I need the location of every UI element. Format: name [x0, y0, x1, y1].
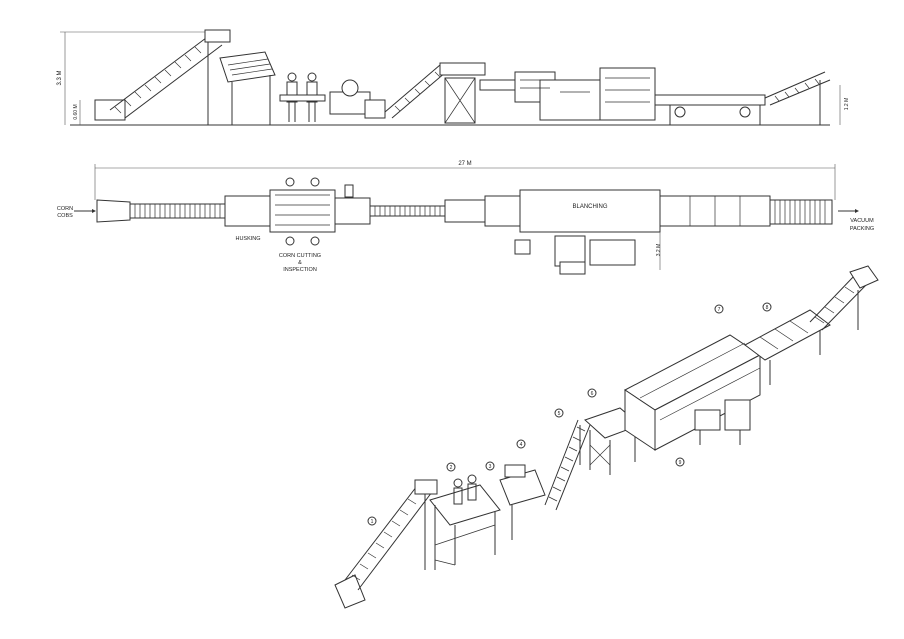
svg-text:6: 6 [591, 391, 594, 397]
plan-auxiliary-equipment: 3.2 M [514, 232, 662, 275]
svg-text:3: 3 [489, 464, 492, 470]
iso-marker-8: 8 [762, 302, 772, 312]
iso-marker-6: 6 [587, 388, 597, 398]
iso-marker-2: 2 [446, 462, 456, 472]
input-label-line-1: CORN [57, 206, 73, 212]
svg-text:5: 5 [558, 411, 561, 417]
width-label: 3.2 M [656, 244, 662, 257]
height-dimension-overall: 3.3 M [57, 31, 225, 125]
iso-marker-4: 4 [516, 439, 526, 449]
cutting-label-line-2: & [298, 260, 302, 266]
elevation-blancher [514, 67, 656, 121]
isometric-view: 1 2 3 4 5 6 7 8 9 [334, 265, 879, 609]
iso-packing-area [694, 399, 751, 445]
height-dimension-right: 1.2 M [839, 85, 850, 125]
input-label-line-2: COBS [57, 213, 73, 219]
iso-blancher [624, 334, 761, 451]
cutting-label-line-1: CORN CUTTING [279, 253, 321, 259]
elevation-cutter [329, 79, 386, 119]
side-elevation-view: 3.3 M 0.60 M [57, 29, 850, 126]
iso-cutter [499, 464, 546, 540]
iso-inspection-stand [429, 484, 501, 570]
iso-elevator-3 [809, 265, 879, 331]
height-low-label: 0.60 M [73, 104, 79, 119]
husking-label: HUSKING [235, 236, 260, 242]
elevation-distributor-stand [444, 77, 516, 124]
elevation-elevator-2 [384, 62, 486, 119]
svg-text:2: 2 [450, 465, 453, 471]
height-right-label: 1.2 M [844, 98, 850, 111]
output-label-line-1: VACUUM [850, 218, 874, 224]
iso-cooling-conveyor [744, 309, 831, 385]
iso-marker-9: 9 [675, 457, 685, 467]
iso-marker-5: 5 [554, 408, 564, 418]
height-overall-label: 3.3 M [57, 70, 63, 85]
svg-text:7: 7 [718, 307, 721, 313]
blanching-label: BLANCHING [572, 204, 607, 210]
svg-text:1: 1 [371, 519, 374, 525]
elevation-workers [279, 72, 326, 122]
svg-text:8: 8 [766, 305, 769, 311]
cutting-label-line-3: INSPECTION [283, 267, 317, 273]
elevation-elevator-1 [94, 29, 231, 125]
svg-text:4: 4 [520, 442, 523, 448]
length-dimension: 27 M [94, 161, 836, 200]
iso-marker-3: 3 [485, 461, 495, 471]
iso-marker-1: 1 [367, 516, 377, 526]
plan-view: 27 M CORN COBS [57, 161, 874, 275]
elevation-elevator-3 [764, 71, 831, 125]
iso-workers [453, 474, 477, 505]
elevation-husker [219, 51, 276, 125]
svg-text:9: 9 [679, 460, 682, 466]
iso-elevator-2 [544, 419, 591, 511]
height-dimension-low: 0.60 M [73, 100, 81, 125]
plan-main-line [96, 177, 833, 246]
length-label: 27 M [458, 161, 471, 167]
output-label-line-2: PACKING [850, 226, 874, 232]
iso-elevator-1 [334, 479, 438, 609]
elevation-cooling-conveyor [654, 94, 766, 125]
iso-marker-7: 7 [714, 304, 724, 314]
